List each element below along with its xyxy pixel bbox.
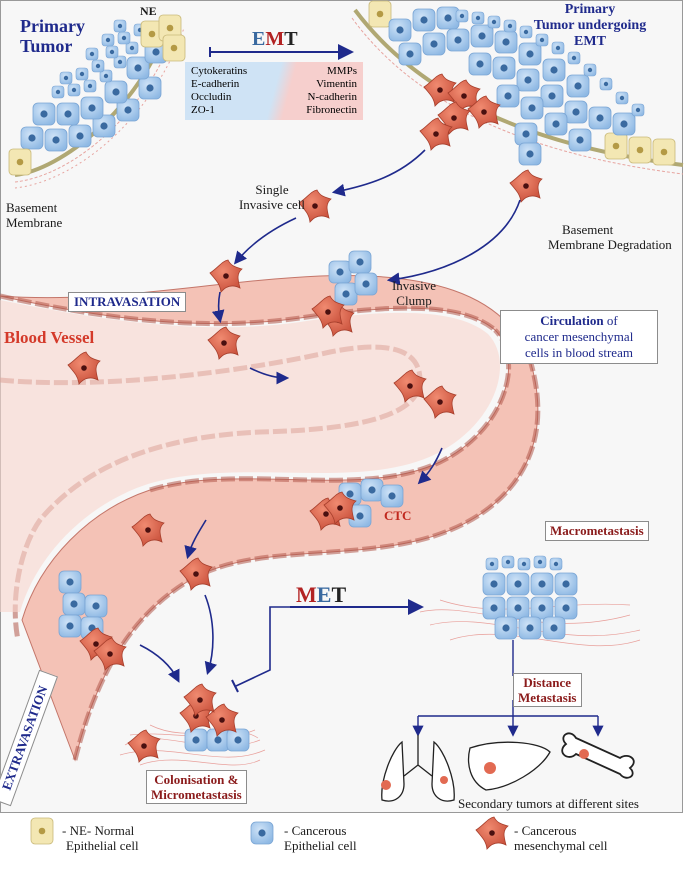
- macrometastasis-label: Macrometastasis: [545, 521, 649, 541]
- legend-epithelial-line: Epithelial cell: [284, 838, 357, 853]
- primary-tumor-emt-line: Primary: [564, 2, 616, 17]
- primary-tumor-emt-label: Primary Tumor undergoing EMT: [520, 2, 660, 50]
- basement-membrane-label: Basement Membrane: [6, 200, 62, 230]
- met-t: T: [331, 582, 347, 607]
- diagram-artwork: [0, 0, 684, 802]
- marker-mesenchymal: MMPs: [327, 65, 357, 77]
- intravasation-label: INTRAVASATION: [68, 292, 187, 312]
- distance-metastasis-label: Distance Metastasis: [513, 673, 582, 707]
- marker-mesenchymal: N-cadherin: [307, 91, 357, 103]
- circulation-line: cells in blood stream: [525, 345, 633, 360]
- distance-metastasis-line: Metastasis: [518, 690, 577, 705]
- single-invasive-label: Single Invasive cell: [222, 182, 322, 212]
- legend-normal-label: - NE- Normal Epithelial cell: [62, 823, 139, 853]
- primary-tumor-emt-line: Tumor undergoing: [533, 18, 647, 33]
- legend-mesenchymal-line: - Cancerous: [514, 823, 577, 838]
- lungs-icon: [381, 735, 455, 802]
- ne-tag: NE: [140, 4, 157, 18]
- invasive-clump-label: Invasive Clump: [382, 278, 446, 308]
- bm-degradation-label: Basement Membrane Degradation: [548, 222, 672, 252]
- mesenchymal-markers: MMPs Vimentin N-cadherin Fibronectin: [306, 65, 357, 117]
- legend-epithelial-label: - Cancerous Epithelial cell: [284, 823, 357, 853]
- marker-epithelial: Cytokeratins: [191, 65, 248, 77]
- invasive-clump-line: Clump: [396, 293, 432, 308]
- circulation-label: Circulation of cancer mesenchymal cells …: [500, 310, 658, 364]
- legend: - NE- Normal Epithelial cell - Cancerous…: [0, 813, 685, 869]
- bone-icon: [561, 732, 635, 779]
- liver-icon: [467, 741, 551, 791]
- emt-marker-table: Cytokeratins E-cadherin Occludin ZO-1 MM…: [185, 62, 363, 120]
- legend-mesenchymal-label: - Cancerous mesenchymal cell: [514, 823, 608, 853]
- emt-e: E: [252, 28, 266, 50]
- circulation-bold: Circulation: [540, 313, 604, 328]
- distance-metastasis-line: Distance: [523, 675, 572, 690]
- invasive-clump-line: Invasive: [391, 278, 437, 293]
- ctc-label: CTC: [384, 508, 412, 523]
- colonisation-label: Colonisation & Micrometastasis: [146, 770, 247, 804]
- primary-tumor-emt-line: EMT: [574, 34, 606, 49]
- single-invasive-line: Single: [255, 182, 289, 197]
- basement-membrane-line: Membrane: [6, 215, 63, 230]
- bm-degradation-line: Membrane Degradation: [548, 237, 672, 252]
- legend-normal-line: - NE- Normal: [62, 823, 135, 838]
- met-e: E: [316, 582, 332, 607]
- single-invasive-line: Invasive cell: [238, 197, 306, 212]
- epithelial-markers: Cytokeratins E-cadherin Occludin ZO-1: [191, 65, 247, 117]
- marker-epithelial: Occludin: [191, 91, 232, 103]
- emt-label: EMT: [252, 28, 298, 51]
- legend-normal-line: Epithelial cell: [66, 838, 139, 853]
- colonisation-line: Micrometastasis: [151, 787, 242, 802]
- met-label: MET: [296, 582, 346, 608]
- bm-degradation-line: Basement: [562, 222, 614, 237]
- basement-membrane-line: Basement: [6, 200, 58, 215]
- met-m: M: [296, 582, 317, 607]
- legend-mesenchymal-line: mesenchymal cell: [514, 838, 608, 853]
- emt-t: T: [284, 28, 298, 50]
- marker-epithelial: E-cadherin: [191, 78, 240, 90]
- primary-tumor-label: Primary Tumor: [20, 16, 85, 56]
- marker-mesenchymal: Fibronectin: [306, 104, 357, 116]
- legend-epithelial-line: - Cancerous: [284, 823, 347, 838]
- circulation-rest: of: [603, 313, 618, 328]
- circulation-line: Circulation of: [505, 313, 653, 329]
- secondary-tumors-label: Secondary tumors at different sites: [458, 796, 639, 811]
- colonisation-line: Colonisation &: [154, 772, 239, 787]
- blood-vessel-label: Blood Vessel: [4, 328, 95, 347]
- circulation-line: cancer mesenchymal: [524, 329, 634, 344]
- marker-epithelial: ZO-1: [191, 104, 215, 116]
- emt-m: M: [265, 28, 285, 50]
- marker-mesenchymal: Vimentin: [316, 78, 357, 90]
